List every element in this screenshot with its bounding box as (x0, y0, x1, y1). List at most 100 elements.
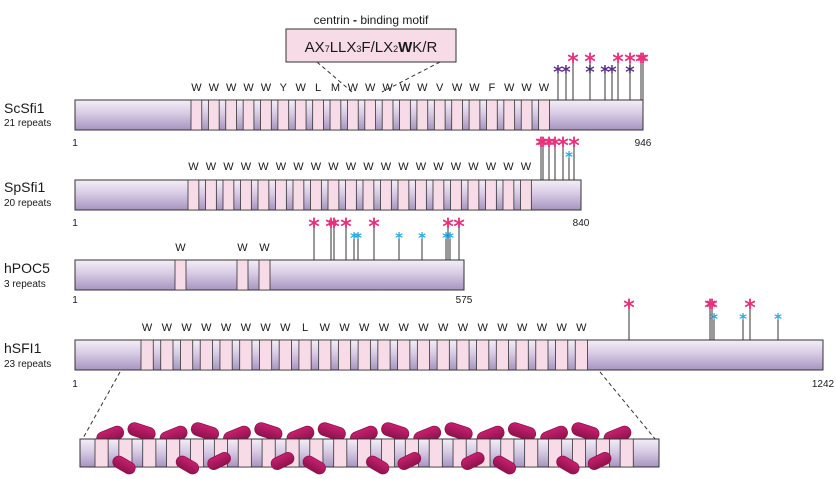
repeat-block (416, 99, 429, 131)
repeat-block (190, 99, 203, 131)
site-marker: * (624, 50, 636, 100)
site-marker: * (553, 62, 563, 100)
repeat-block (538, 99, 550, 131)
site-marker: * (744, 296, 756, 340)
alpha-helix (460, 451, 485, 471)
repeat-block (294, 99, 307, 131)
purple-star-marker: * (600, 62, 610, 83)
repeat-block (240, 179, 252, 211)
pink-star-marker: * (328, 215, 340, 240)
repeat-block (467, 179, 480, 211)
motif-title: centrin - binding motif (314, 13, 429, 27)
repeat-block (415, 179, 427, 211)
zoom-callout-left (81, 371, 121, 441)
motif-box (285, 28, 457, 63)
site-marker: * (442, 229, 450, 260)
repeat-residue: W (539, 82, 550, 94)
repeat-residue: W (259, 242, 270, 254)
protein-name: ScSfi1 (4, 100, 45, 116)
repeat-residue: W (181, 322, 192, 334)
repeat-residue: W (175, 242, 186, 254)
repeat-block (140, 339, 154, 371)
zoom-repeat-block (237, 438, 252, 468)
repeat-residue: W (416, 161, 427, 173)
repeat-block (219, 339, 233, 371)
repeat-block (476, 339, 490, 371)
repeat-block (180, 339, 194, 371)
repeat-residue: W (417, 82, 428, 94)
repeat-residue: W (521, 82, 532, 94)
alpha-helix (207, 451, 231, 471)
repeat-block (451, 99, 463, 131)
repeat-block (187, 179, 200, 211)
repeat-residue: W (162, 322, 173, 334)
repeat-block (277, 99, 290, 131)
repeat-residue: W (556, 322, 567, 334)
repeat-count: 21 repeats (4, 118, 51, 129)
centrin-binding-motif: centrin - binding motif AX7LLX3F/LX2WK/R (285, 13, 457, 93)
repeat-block (436, 339, 450, 371)
site-marker: * (561, 62, 571, 100)
repeat-block (515, 339, 529, 371)
site-marker: * (704, 296, 716, 340)
repeat-residue: W (517, 322, 528, 334)
repeat-residue: W (311, 161, 322, 173)
alpha-helix (366, 455, 390, 475)
pink-star-marker: * (623, 296, 635, 321)
alpha-helix (112, 455, 136, 475)
zoom-repeat-block (333, 438, 348, 468)
repeat-residue: W (241, 322, 252, 334)
repeat-residue: W (280, 322, 291, 334)
repeat-block (345, 179, 357, 211)
repeat-residue: W (452, 82, 463, 94)
repeat-residue: W (346, 161, 357, 173)
repeat-block (337, 339, 352, 371)
repeat-block (503, 99, 516, 131)
repeat-residue: W (497, 322, 508, 334)
site-marker: * (308, 215, 320, 260)
site-marker: * (637, 50, 649, 100)
alpha-helix (381, 422, 410, 441)
repeat-residue: W (209, 82, 220, 94)
repeat-block (432, 179, 445, 211)
pink-star-marker: * (637, 50, 649, 75)
site-marker: * (418, 229, 426, 260)
site-marker: * (584, 50, 596, 100)
repeat-residue: W (223, 161, 234, 173)
repeat-residue: W (379, 322, 390, 334)
repeat-residue: W (348, 82, 359, 94)
repeat-block (357, 339, 371, 371)
repeat-block (292, 179, 305, 211)
repeat-residue: W (243, 82, 254, 94)
site-marker: * (607, 62, 617, 100)
site-marker: * (623, 296, 635, 340)
repeat-residue: W (261, 82, 272, 94)
pink-star-marker: * (537, 134, 549, 159)
alpha-helix (444, 422, 473, 441)
cyan-star-marker: * (446, 229, 454, 247)
pink-star-marker: * (453, 215, 465, 240)
repeat-block (456, 339, 470, 371)
repeat-block (207, 99, 220, 131)
pink-star-marker: * (549, 134, 561, 159)
repeat-residue: Y (280, 82, 288, 94)
helix-back-layer (96, 422, 632, 446)
zoom-repeat-block (524, 438, 539, 468)
purple-star-marker: * (553, 62, 563, 83)
site-marker: * (328, 215, 340, 260)
repeat-block (205, 179, 217, 211)
repeat-block (310, 179, 322, 211)
repeat-block (495, 339, 509, 371)
repeat-block (520, 99, 533, 131)
repeat-residue: W (363, 161, 374, 173)
repeat-residue: W (486, 161, 497, 173)
site-marker: * (774, 310, 782, 340)
repeat-count: 20 repeats (4, 198, 51, 209)
repeat-block (520, 179, 532, 211)
repeat-residue: W (237, 242, 248, 254)
repeat-residue: F (488, 82, 495, 94)
zoom-repeat-block (428, 438, 443, 468)
protein-name: hPOC5 (4, 260, 50, 276)
